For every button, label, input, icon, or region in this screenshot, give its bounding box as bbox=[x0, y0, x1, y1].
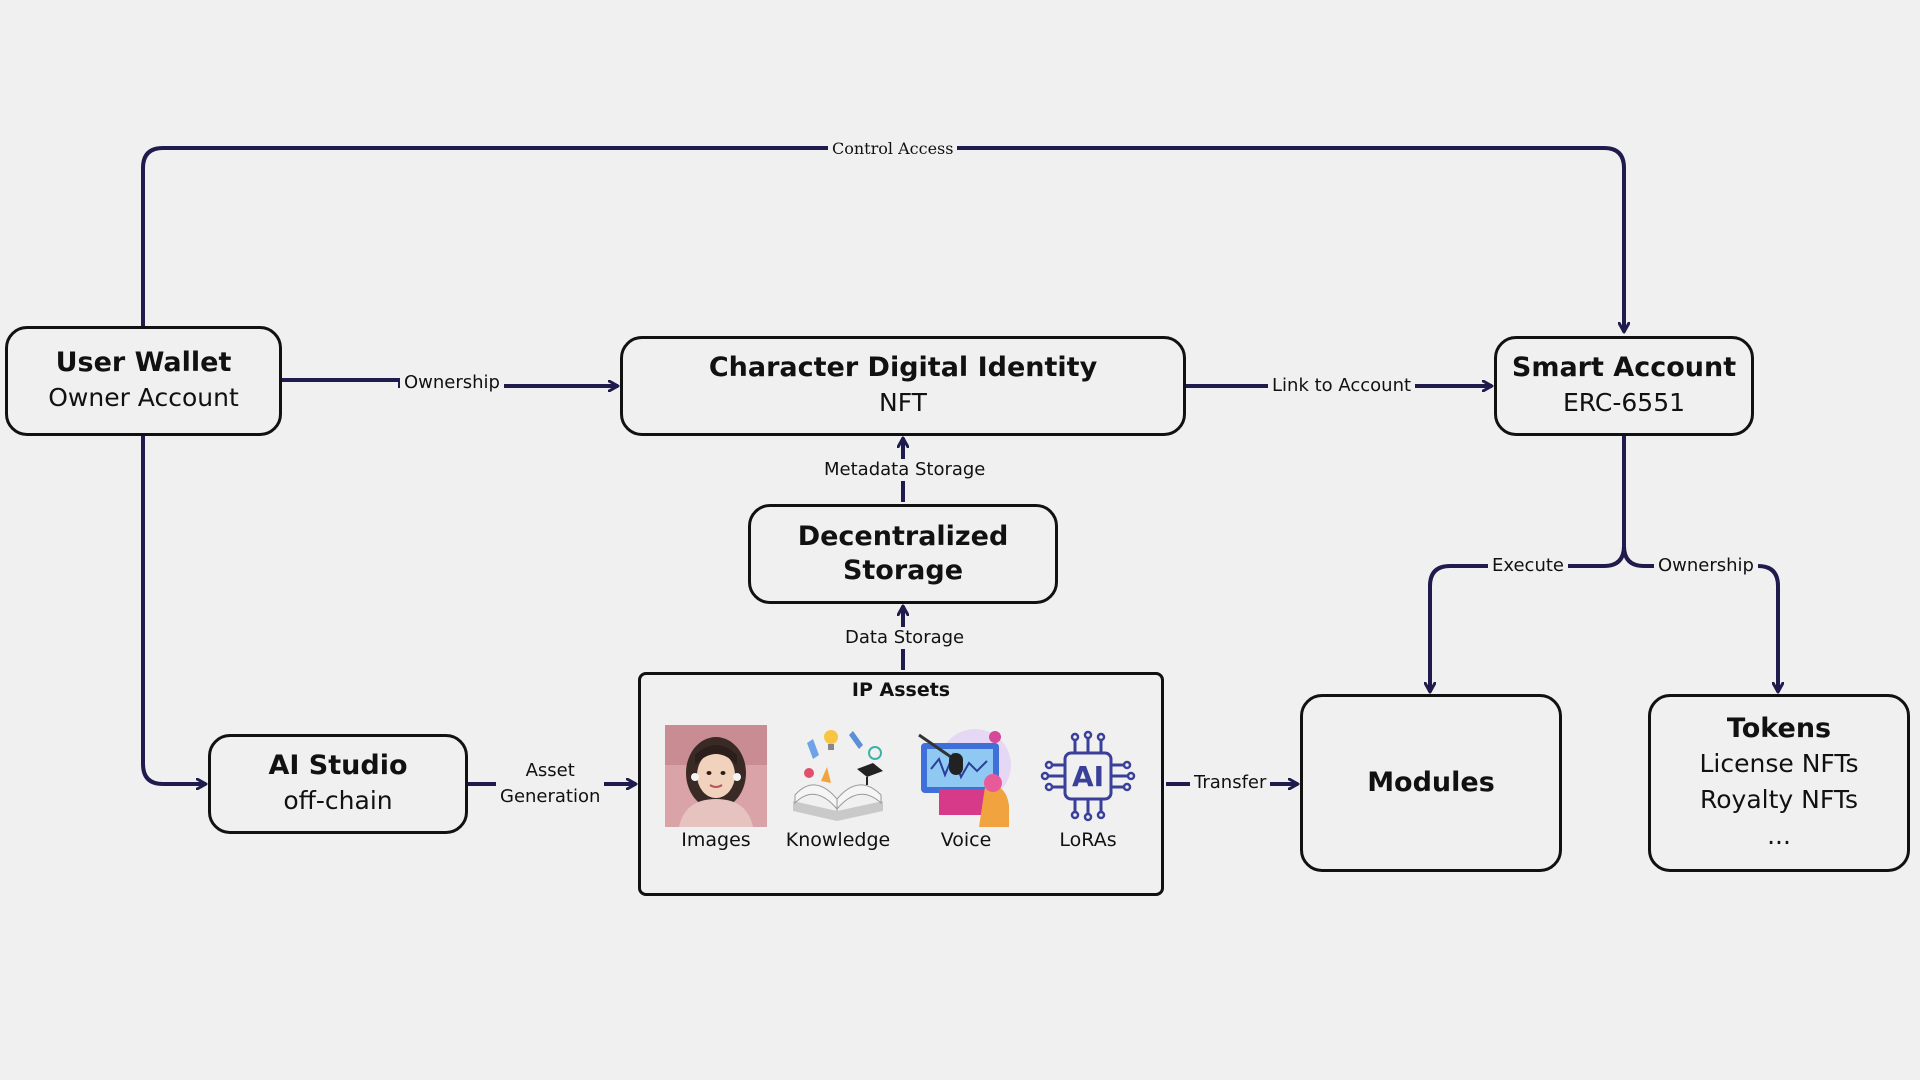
ai-chip-icon: AI bbox=[1037, 725, 1139, 827]
label-metadata-storage: Metadata Storage bbox=[820, 459, 990, 481]
asset-loras-label: LoRAs bbox=[1059, 829, 1117, 851]
label-data-storage: Data Storage bbox=[841, 627, 969, 649]
tokens-line-royalty: Royalty NFTs bbox=[1700, 785, 1858, 814]
tokens-title: Tokens bbox=[1726, 713, 1832, 744]
label-asset-generation-line1: Asset bbox=[525, 760, 575, 781]
ip-assets-title: IP Assets bbox=[851, 679, 951, 701]
svg-text:AI: AI bbox=[1072, 760, 1104, 793]
asset-knowledge[interactable]: Knowledge bbox=[783, 725, 893, 851]
tokens-line-license: License NFTs bbox=[1699, 749, 1859, 778]
tokens-node[interactable]: Tokens License NFTs Royalty NFTs ... bbox=[1648, 694, 1910, 872]
label-execute: Execute bbox=[1488, 555, 1568, 577]
ai-studio-subtitle: off-chain bbox=[283, 786, 393, 815]
ai-studio-title: AI Studio bbox=[268, 750, 408, 781]
label-ownership-tokens: Ownership bbox=[1654, 555, 1758, 577]
edge-wallet-studio bbox=[141, 436, 206, 784]
user-wallet-title: User Wallet bbox=[55, 347, 232, 378]
character-identity-title: Character Digital Identity bbox=[708, 352, 1098, 383]
open-book-icon bbox=[787, 725, 889, 827]
asset-images-label: Images bbox=[681, 829, 751, 851]
portrait-photo-icon bbox=[665, 725, 767, 827]
smart-account-subtitle: ERC-6551 bbox=[1562, 388, 1686, 417]
asset-images[interactable]: Images bbox=[661, 725, 771, 851]
asset-voice-label: Voice bbox=[940, 829, 992, 851]
decentralized-storage-title: Decentralized Storage bbox=[797, 521, 1009, 586]
asset-loras[interactable]: AI LoRAs bbox=[1033, 725, 1143, 851]
ai-studio-node[interactable]: AI Studio off-chain bbox=[208, 734, 468, 834]
label-asset-generation-line2: Generation bbox=[500, 786, 601, 807]
character-identity-node[interactable]: Character Digital Identity NFT bbox=[620, 336, 1186, 436]
ip-assets-panel[interactable]: IP Assets Images bbox=[638, 672, 1164, 896]
character-identity-subtitle: NFT bbox=[879, 388, 927, 417]
decentralized-storage-node[interactable]: Decentralized Storage bbox=[748, 504, 1058, 604]
user-wallet-node[interactable]: User Wallet Owner Account bbox=[5, 326, 282, 436]
voice-recording-icon bbox=[915, 725, 1017, 827]
user-wallet-subtitle: Owner Account bbox=[48, 383, 239, 412]
modules-node[interactable]: Modules bbox=[1300, 694, 1562, 872]
asset-knowledge-label: Knowledge bbox=[785, 829, 891, 851]
label-link-to-account: Link to Account bbox=[1268, 375, 1416, 397]
tokens-line-more: ... bbox=[1767, 821, 1791, 850]
edge-ownership-tokens bbox=[1622, 545, 1778, 692]
smart-account-title: Smart Account bbox=[1511, 352, 1737, 383]
smart-account-node[interactable]: Smart Account ERC-6551 bbox=[1494, 336, 1754, 436]
label-transfer: Transfer bbox=[1190, 772, 1271, 794]
label-ownership-identity: Ownership bbox=[400, 372, 504, 394]
modules-title: Modules bbox=[1367, 767, 1495, 798]
label-asset-generation: Asset Generation bbox=[496, 758, 605, 810]
label-control-access: Control Access bbox=[828, 138, 958, 160]
asset-voice[interactable]: Voice bbox=[911, 725, 1021, 851]
edge-control-access bbox=[141, 146, 1624, 332]
